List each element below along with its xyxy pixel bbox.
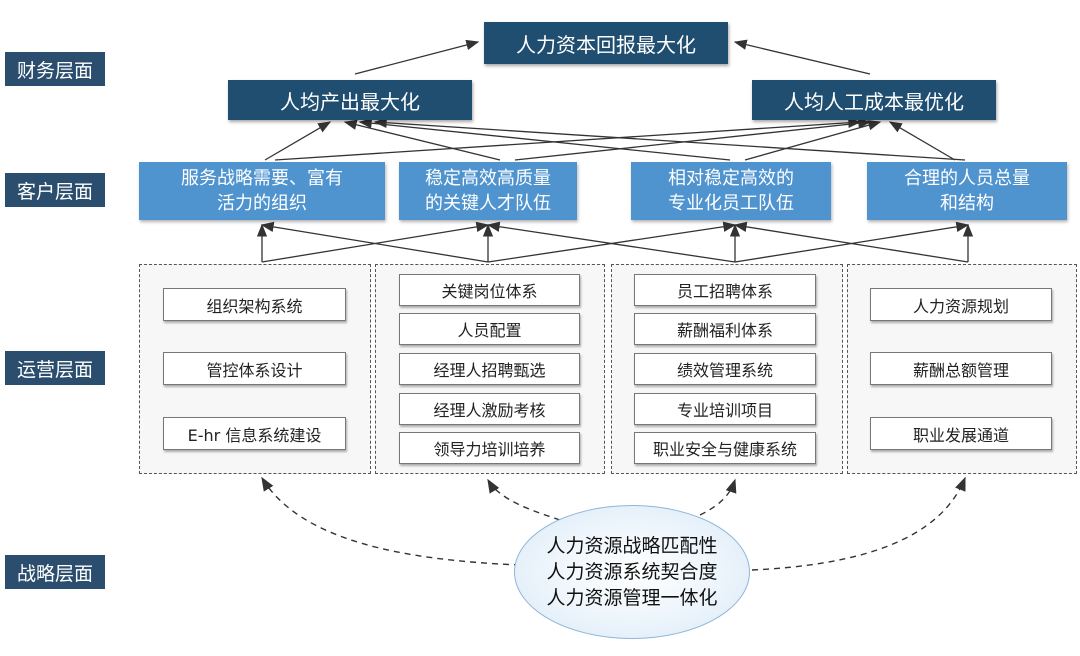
ops-item: 职业发展通道: [870, 417, 1052, 450]
ops-item: 组织架构系统: [163, 288, 346, 321]
strategy-line: 人力资源战略匹配性: [546, 535, 718, 557]
finance-goal-output: 人均产出最大化: [228, 80, 472, 120]
customer-goal-key-talent: 稳定高效高质量的关键人才队伍: [399, 162, 577, 220]
strategy-line: 人力资源管理一体化: [546, 587, 718, 609]
customer-goal-line1: 合理的人员总量: [904, 168, 1030, 189]
ops-item: 经理人招聘甄选: [399, 353, 580, 385]
strategy-ellipse: 人力资源战略匹配性 人力资源系统契合度 人力资源管理一体化: [514, 505, 750, 639]
ops-item: 薪酬总额管理: [870, 352, 1052, 385]
customer-goal-headcount: 合理的人员总量和结构: [867, 162, 1067, 220]
customer-goal-organization: 服务战略需要、富有活力的组织: [139, 162, 385, 220]
ops-item: 绩效管理系统: [634, 353, 816, 385]
arrow-finance-right-to-top: [733, 39, 871, 75]
layer-label-operations: 运营层面: [5, 351, 105, 385]
customer-goal-line2: 活力的组织: [217, 193, 307, 214]
top-goal-box: 人力资本回报最大化: [484, 22, 728, 64]
customer-goal-line2: 和结构: [940, 193, 994, 214]
ops-item: 员工招聘体系: [634, 274, 816, 306]
dashed-arrow-to-group2: [487, 478, 561, 521]
ops-item: 专业培训项目: [634, 393, 816, 425]
ops-item: 人力资源规划: [870, 288, 1052, 321]
dashed-arrow-to-group1: [261, 476, 521, 566]
ops-item: 管控体系设计: [163, 352, 346, 385]
layer-label-customer: 客户层面: [5, 173, 105, 207]
finance-goal-cost: 人均人工成本最优化: [752, 80, 996, 120]
layer-label-strategy: 战略层面: [5, 555, 105, 589]
ops-item: 人员配置: [399, 313, 580, 345]
ops-item: 经理人激励考核: [399, 393, 580, 425]
customer-goal-line1: 相对稳定高效的: [668, 168, 794, 189]
customer-goal-line1: 稳定高效高质量: [425, 168, 551, 189]
ops-item: 职业安全与健康系统: [634, 432, 816, 464]
customer-goal-line2: 的关键人才队伍: [425, 193, 551, 214]
strategy-line: 人力资源系统契合度: [546, 561, 718, 583]
ops-item: 领导力培训培养: [399, 432, 580, 464]
arrow-finance-left-to-top: [354, 39, 480, 75]
ops-item: 关键岗位体系: [399, 274, 580, 306]
customer-goal-line2: 专业化员工队伍: [668, 193, 794, 214]
customer-goal-line1: 服务战略需要、富有: [181, 168, 343, 189]
customer-goal-professional-staff: 相对稳定高效的专业化员工队伍: [631, 162, 831, 220]
ops-item: 薪酬福利体系: [634, 313, 816, 345]
arrow-cust1-to-fin-left: [264, 121, 332, 161]
dashed-arrow-to-group3: [699, 478, 737, 516]
ops-item: E-hr 信息系统建设: [163, 417, 346, 450]
dashed-arrow-to-group4: [751, 476, 966, 571]
layer-label-finance: 财务层面: [5, 52, 105, 86]
